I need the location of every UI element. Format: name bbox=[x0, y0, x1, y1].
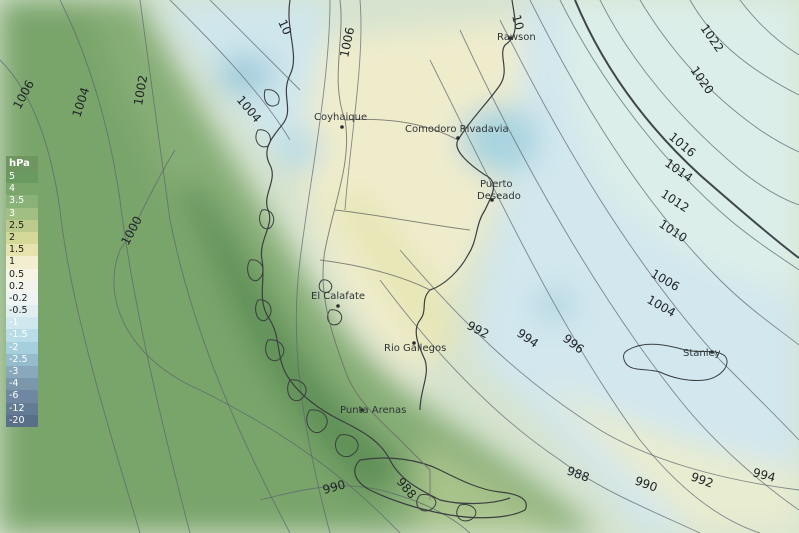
legend-step: -20 bbox=[6, 414, 38, 427]
city-marker bbox=[456, 136, 460, 140]
legend-step: 2.5 bbox=[6, 219, 38, 232]
legend-step: -1.5 bbox=[6, 329, 38, 342]
city-label-rio-gallegos: Rio Gallegos bbox=[384, 343, 446, 354]
city-label-el-calafate: El Calafate bbox=[311, 291, 365, 302]
legend-step: -12 bbox=[6, 402, 38, 415]
legend-step: -2 bbox=[6, 341, 38, 354]
legend-step: 0.2 bbox=[6, 280, 38, 293]
legend-step: -6 bbox=[6, 390, 38, 403]
isobar-label: 1006 bbox=[337, 26, 357, 59]
city-label-puerto-deseado: Deseado bbox=[477, 191, 521, 202]
city-marker bbox=[360, 408, 364, 412]
legend-step: -0.2 bbox=[6, 292, 38, 306]
legend-step: 0.5 bbox=[6, 268, 38, 281]
city-label-stanley: Stanley bbox=[683, 348, 721, 359]
legend-step: 3.5 bbox=[6, 195, 38, 208]
legend-step: 2 bbox=[6, 231, 38, 245]
city-marker bbox=[336, 304, 340, 308]
legend-step: -4 bbox=[6, 378, 38, 391]
city-marker bbox=[508, 36, 512, 40]
city-marker bbox=[340, 125, 344, 129]
legend-step: 3 bbox=[6, 207, 38, 220]
legend-step: 5 bbox=[6, 171, 38, 184]
legend-step: 1 bbox=[6, 256, 38, 269]
legend-step: -0.5 bbox=[6, 305, 38, 318]
legend-step: -1 bbox=[6, 317, 38, 330]
legend-step: -2.5 bbox=[6, 353, 38, 366]
city-label-punta-arenas: Punta Arenas bbox=[340, 405, 406, 416]
isobar-label: 10 bbox=[509, 13, 526, 31]
legend-unit: hPa bbox=[6, 156, 38, 171]
city-label-comodoro-rivadavia: Comodoro Rivadavia bbox=[405, 124, 509, 135]
isobar-label: 1002 bbox=[131, 74, 150, 107]
city-label-rawson: Rawson bbox=[497, 32, 536, 43]
city-label-puerto-deseado: Puerto bbox=[480, 179, 513, 190]
city-label-coyhaique: Coyhaique bbox=[314, 112, 367, 123]
coastline bbox=[247, 0, 728, 522]
isobar-label: 990 bbox=[321, 477, 347, 496]
legend-step: 4 bbox=[6, 183, 38, 196]
legend-step: -3 bbox=[6, 366, 38, 379]
legend-step: 1.5 bbox=[6, 244, 38, 257]
isobar-label: 994 bbox=[751, 465, 777, 484]
cities: Rawson Coyhaique Comodoro Rivadavia Puer… bbox=[311, 32, 721, 416]
city-marker bbox=[412, 341, 416, 345]
city-marker bbox=[710, 350, 714, 354]
city-marker bbox=[490, 198, 494, 202]
borders bbox=[319, 0, 471, 500]
